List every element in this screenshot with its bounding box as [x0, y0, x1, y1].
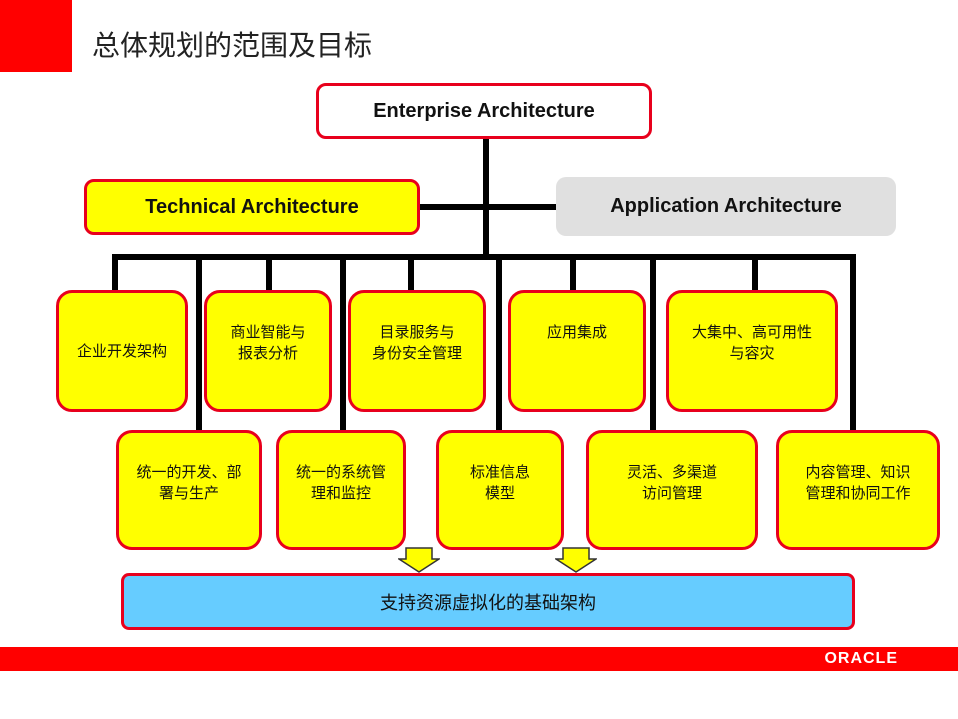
connector-drop — [266, 254, 272, 292]
capability-box: 应用集成 — [508, 290, 646, 412]
capability-box: 统一的系统管理和监控 — [276, 430, 406, 550]
foundation-box: 支持资源虚拟化的基础架构 — [121, 573, 855, 630]
down-arrow-icon — [398, 547, 440, 573]
capability-label: 应用集成 — [546, 323, 607, 341]
capability-box: 标准信息模型 — [436, 430, 564, 550]
connector-ta — [420, 204, 556, 210]
connector-drop — [752, 254, 758, 292]
capability-box: 大集中、高可用性与容灾 — [666, 290, 838, 412]
technical-architecture-box: Technical Architecture — [84, 179, 420, 235]
capability-label: 标准信息 — [469, 463, 530, 481]
application-architecture-box: Application Architecture — [556, 177, 896, 236]
capability-label: 身份安全管理 — [371, 344, 462, 362]
enterprise-architecture-box: Enterprise Architecture — [316, 83, 652, 139]
capability-label: 大集中、高可用性 — [691, 323, 812, 341]
capability-label: 报表分析 — [237, 344, 298, 362]
capability-label: 统一的系统管 — [295, 463, 386, 481]
capability-box: 企业开发架构 — [56, 290, 188, 412]
capability-label: 理和监控 — [310, 484, 371, 502]
capability-box: 商业智能与报表分析 — [204, 290, 332, 412]
capability-box: 灵活、多渠道访问管理 — [586, 430, 758, 550]
capability-box: 统一的开发、部署与生产 — [116, 430, 262, 550]
capability-label: 企业开发架构 — [76, 341, 167, 360]
connector-drop — [650, 254, 656, 432]
capability-label: 内容管理、知识 — [805, 463, 911, 481]
down-arrow-icon — [555, 547, 597, 573]
oracle-logo: ORACLE — [824, 650, 898, 667]
capability-label: 灵活、多渠道 — [626, 463, 717, 481]
capability-box: 目录服务与身份安全管理 — [348, 290, 486, 412]
connector-drop — [196, 254, 202, 432]
red-corner-block — [0, 0, 72, 72]
capability-label: 商业智能与 — [230, 323, 306, 341]
capability-label: 与容灾 — [729, 344, 775, 362]
capability-label: 访问管理 — [641, 484, 702, 502]
connector-drop — [112, 254, 118, 292]
connector-drop — [340, 254, 346, 432]
capability-label: 署与生产 — [158, 484, 219, 502]
capability-label: 模型 — [484, 484, 515, 502]
page-title: 总体规划的范围及目标 — [92, 29, 373, 62]
connector-drop — [496, 254, 502, 432]
footer-bar — [0, 647, 958, 671]
capability-label: 统一的开发、部 — [136, 463, 242, 481]
capability-label: 管理和协同工作 — [805, 484, 911, 502]
connector-drop — [408, 254, 414, 292]
connector-ea-trunk — [483, 139, 489, 259]
connector-drop — [570, 254, 576, 292]
capability-box: 内容管理、知识管理和协同工作 — [776, 430, 940, 550]
connector-drop — [850, 254, 856, 432]
connector-horizontal-bus — [112, 254, 856, 260]
capability-label: 目录服务与 — [379, 323, 455, 341]
